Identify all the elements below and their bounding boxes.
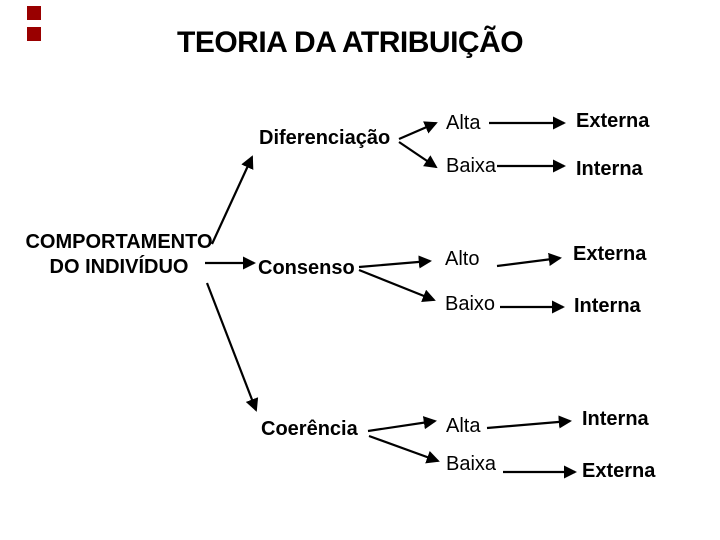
level-value-coerencia-alta: Alta: [446, 415, 481, 437]
attribution-coerencia-baixa: Externa: [582, 460, 656, 482]
level-value-consenso-alto: Alto: [445, 248, 480, 270]
level-value-consenso-baixo: Baixo: [445, 293, 496, 315]
decorative-red-square-top: [27, 6, 41, 20]
arrow-consenso-to-baixo: [358, 268, 436, 302]
attribution-diferenciacao-alta: Externa: [576, 110, 650, 132]
arrow-coerencia-to-alta: [367, 416, 437, 433]
branch-label-coerencia: Coerência: [261, 418, 358, 440]
attribution-consenso-baixo: Interna: [574, 295, 641, 317]
arrow-alto-to-externa: [496, 252, 562, 268]
arrow-alta3-to-interna: [486, 415, 572, 430]
branch-label-diferenciacao: Diferenciação: [259, 127, 391, 149]
level-value-diferenciacao-alta: Alta: [446, 112, 481, 134]
attribution-diferenciacao-baixa: Interna: [576, 158, 643, 180]
level-value-coerencia-baixa: Baixa: [446, 453, 497, 475]
decorative-red-square-bottom: [27, 27, 41, 41]
slide-title: TEORIA DA ATRIBUIÇÃO: [177, 26, 524, 59]
root-node-comportamento-do-individuo: COMPORTAMENTO DO INDIVÍDUO: [19, 230, 219, 280]
attribution-coerencia-alta: Interna: [582, 408, 649, 430]
arrow-root-to-coerencia: [205, 282, 259, 412]
arrow-diferenciacao-to-alta: [398, 121, 438, 141]
arrow-coerencia-to-baixa: [368, 434, 440, 464]
arrow-root-to-diferenciacao: [211, 155, 254, 245]
attribution-consenso-alto: Externa: [573, 243, 647, 265]
arrow-consenso-to-alto: [358, 255, 432, 269]
branch-label-consenso: Consenso: [258, 257, 355, 279]
level-value-diferenciacao-baixa: Baixa: [446, 155, 497, 177]
root-node-line1: COMPORTAMENTO: [25, 231, 213, 253]
arrow-diferenciacao-to-baixa: [398, 141, 438, 169]
root-node-line2: DO INDIVÍDUO: [49, 256, 189, 278]
